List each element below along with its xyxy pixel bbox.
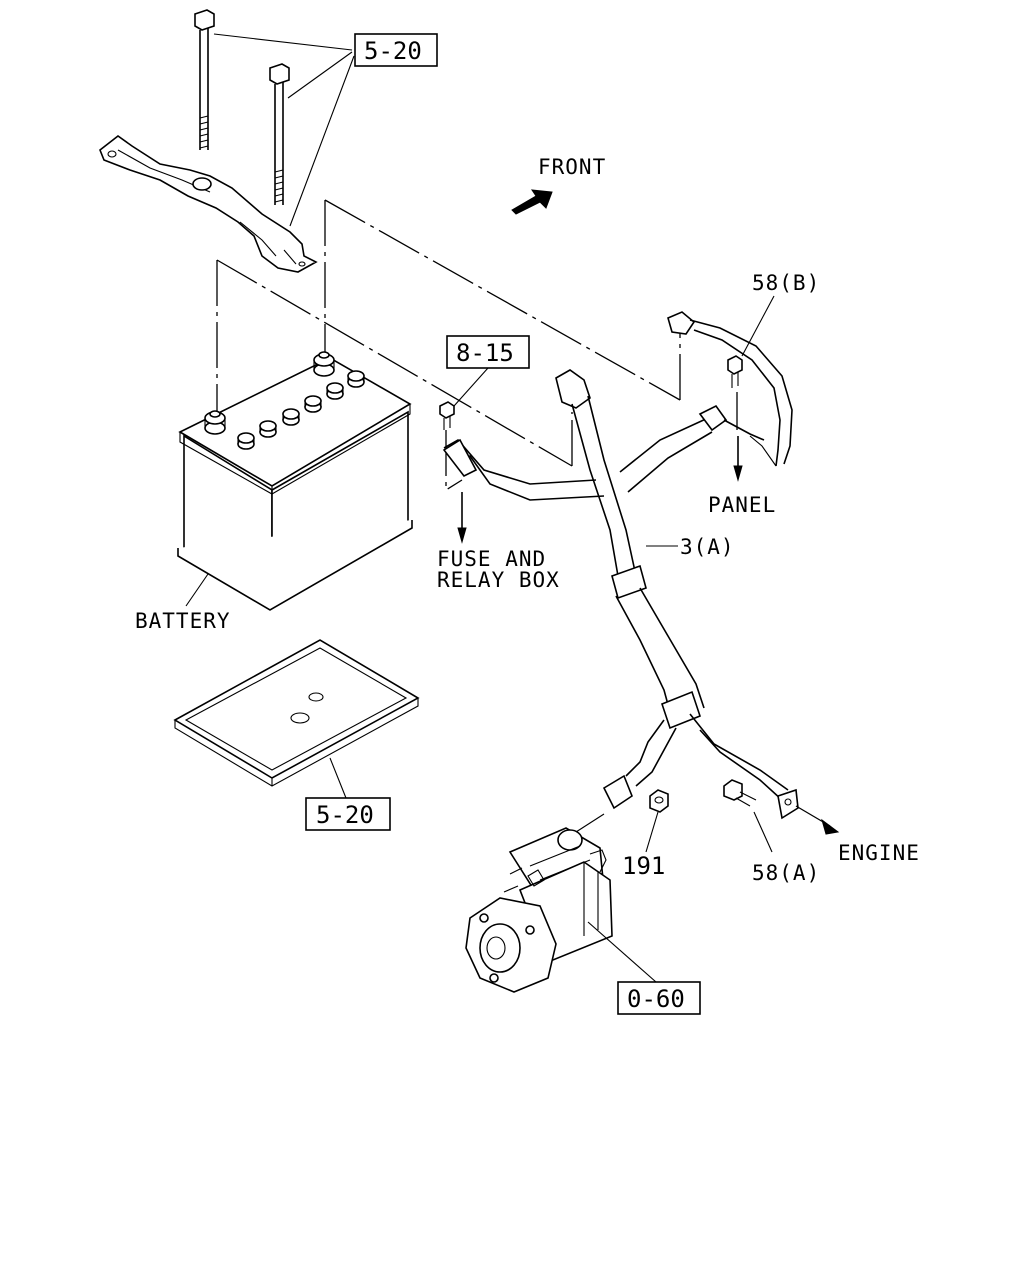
front-label: FRONT [538,155,606,179]
engine-ground-lug [777,788,799,820]
nut-191 [649,789,669,813]
nut-191-label: 191 [622,852,665,880]
phantom-lines [216,199,738,492]
engine-label: ENGINE [838,841,920,865]
harness-3a-label: 3(A) [680,535,735,559]
leader-battery [185,573,209,607]
svg-text:5-20: 5-20 [316,801,374,829]
battery-terminal-negative [204,410,226,435]
starter-motor [465,827,613,993]
ref-box-starter: 0-60 [617,981,701,1015]
battery [177,351,413,611]
ref-box-top: 5-20 [354,33,438,67]
bolt-58b-label: 58(B) [752,271,820,295]
hold-down-bracket [99,135,318,273]
battery-cable-harness [442,369,789,810]
panel-ground-cable [667,311,793,467]
bolt-58b [727,355,743,388]
battery-terminal-positive [313,351,335,377]
panel-label: PANEL [708,493,776,517]
bolt-58a [723,779,757,807]
battery-label: BATTERY [135,609,231,633]
ref-box-tray: 5-20 [305,797,391,831]
battery-tray [173,639,420,787]
bolt-58a-label: 58(A) [752,861,820,885]
hold-down-bolt-long [194,9,215,150]
leader-tray [329,757,347,799]
svg-text:5-20: 5-20 [364,37,422,65]
leader-ref-top [213,33,355,227]
leader-191 [645,811,659,853]
starter-terminal-link [575,813,605,833]
hold-down-bolt-short [269,63,290,205]
leader-58a [753,811,773,853]
front-arrow-icon [511,189,553,215]
fuse-box-bolt [439,401,455,430]
fuse-box-label-line2: RELAY BOX [437,568,560,592]
leader-8-15 [453,367,489,407]
battery-caps [237,370,365,450]
fuse-box-label-line1: FUSE AND [437,547,546,571]
svg-text:0-60: 0-60 [627,985,685,1013]
leader-starter [587,921,657,983]
leader-58b [741,295,775,357]
svg-text:8-15: 8-15 [456,339,514,367]
ref-box-8-15: 8-15 [446,335,530,369]
